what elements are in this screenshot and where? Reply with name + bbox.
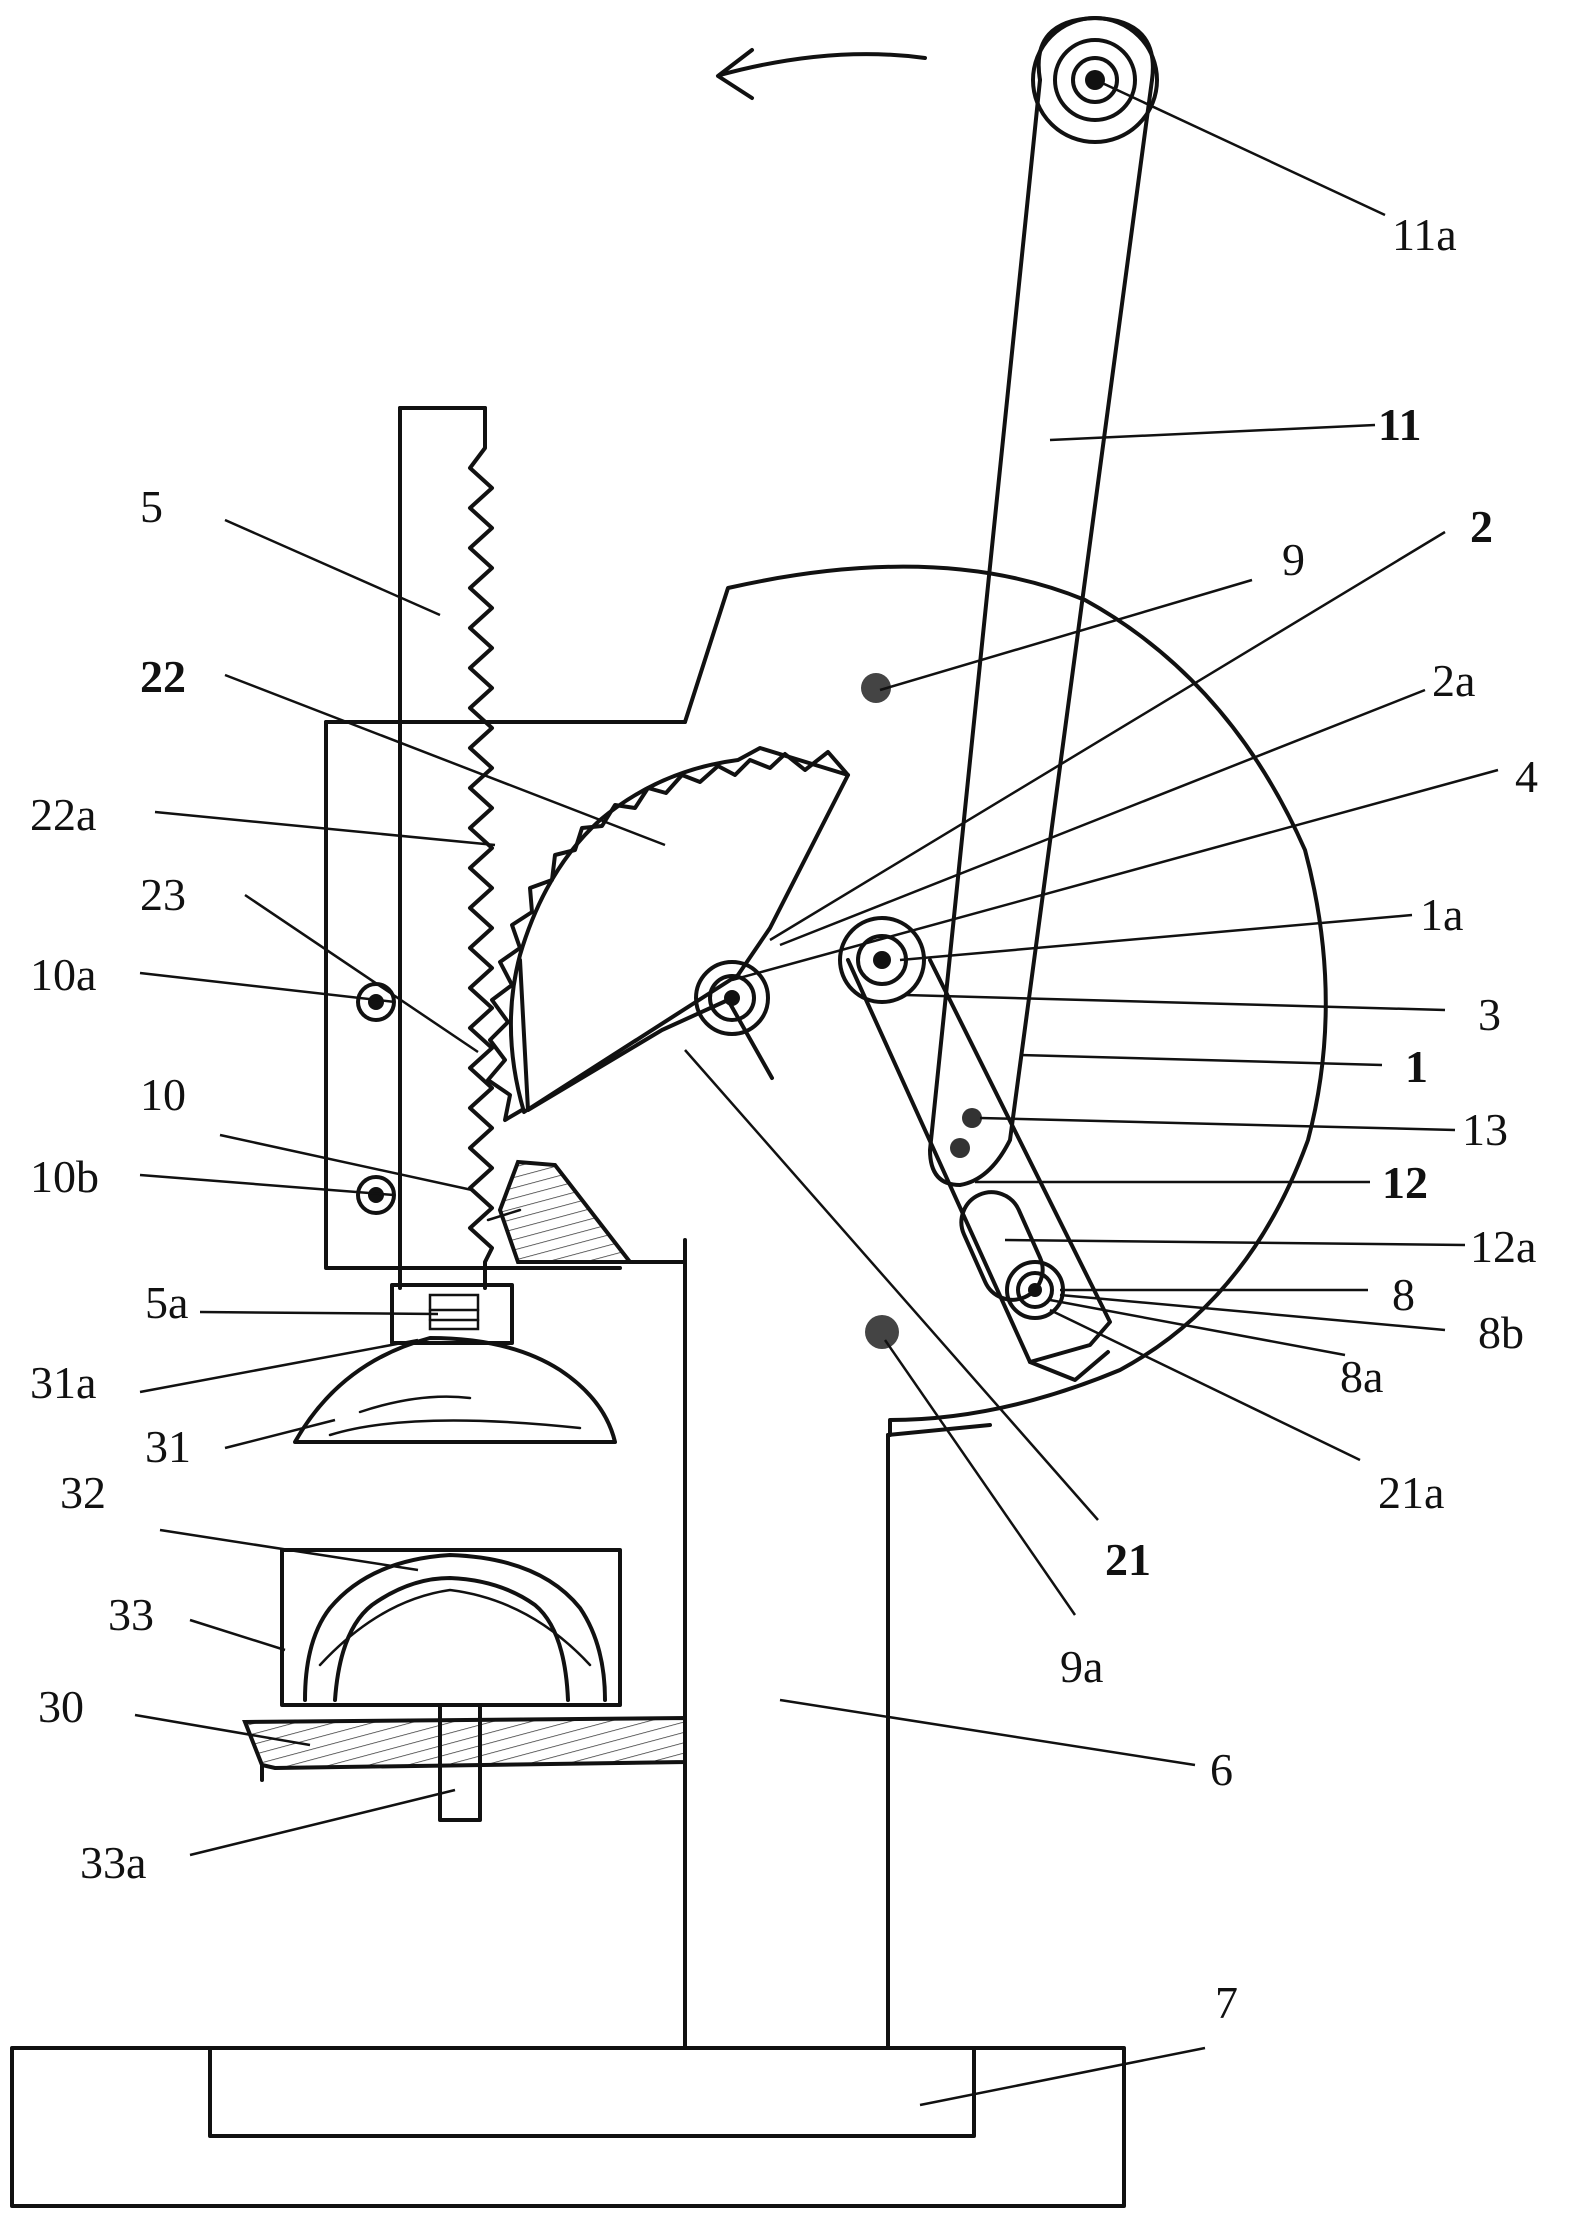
label-7: 7 (1215, 1977, 1238, 2028)
label-13: 13 (1462, 1104, 1508, 1155)
label-23: 23 (140, 869, 186, 920)
label-3: 3 (1478, 989, 1501, 1040)
table-30 (245, 1718, 685, 1780)
label-1a: 1a (1420, 889, 1463, 940)
label-21: 21 (1105, 1534, 1151, 1585)
label-30: 30 (38, 1681, 84, 1732)
base-7 (12, 2048, 1124, 2206)
frame-column-6 (620, 1240, 990, 2048)
gear-sector-22 (488, 748, 848, 1120)
label-32: 32 (60, 1467, 106, 1518)
label-22: 22 (140, 651, 186, 702)
label-33: 33 (108, 1589, 154, 1640)
label-10: 10 (140, 1069, 186, 1120)
lower-mold-33 (282, 1550, 620, 1705)
label-2: 2 (1470, 501, 1493, 552)
knob-11a (1033, 18, 1157, 142)
label-8: 8 (1392, 1269, 1415, 1320)
label-33a: 33a (80, 1837, 146, 1888)
label-6: 6 (1210, 1744, 1233, 1795)
label-12a: 12a (1470, 1221, 1536, 1272)
label-22a: 22a (30, 789, 96, 840)
pin-9a (865, 1315, 899, 1349)
label-2a: 2a (1432, 655, 1475, 706)
label-4: 4 (1515, 751, 1538, 802)
label-21a: 21a (1378, 1467, 1444, 1518)
label-31: 31 (145, 1421, 191, 1472)
rotation-arrow (718, 50, 925, 98)
leader-lines (135, 82, 1498, 2105)
label-10b: 10b (30, 1151, 99, 1202)
label-9a: 9a (1060, 1641, 1103, 1692)
label-5: 5 (140, 481, 163, 532)
rack-5 (400, 408, 492, 1288)
pin-13 (950, 1108, 982, 1158)
label-9: 9 (1282, 534, 1305, 585)
label-11: 11 (1378, 399, 1421, 450)
lever-11 (930, 18, 1153, 1185)
label-31a: 31a (30, 1357, 96, 1408)
label-5a: 5a (145, 1277, 188, 1328)
pawl-10 (488, 1162, 630, 1262)
label-12: 12 (1382, 1157, 1428, 1208)
label-11a: 11a (1392, 209, 1457, 260)
label-10a: 10a (30, 949, 96, 1000)
label-8b: 8b (1478, 1307, 1524, 1358)
pin-8 (1007, 1262, 1063, 1318)
label-8a: 8a (1340, 1351, 1383, 1402)
label-1: 1 (1405, 1041, 1428, 1092)
